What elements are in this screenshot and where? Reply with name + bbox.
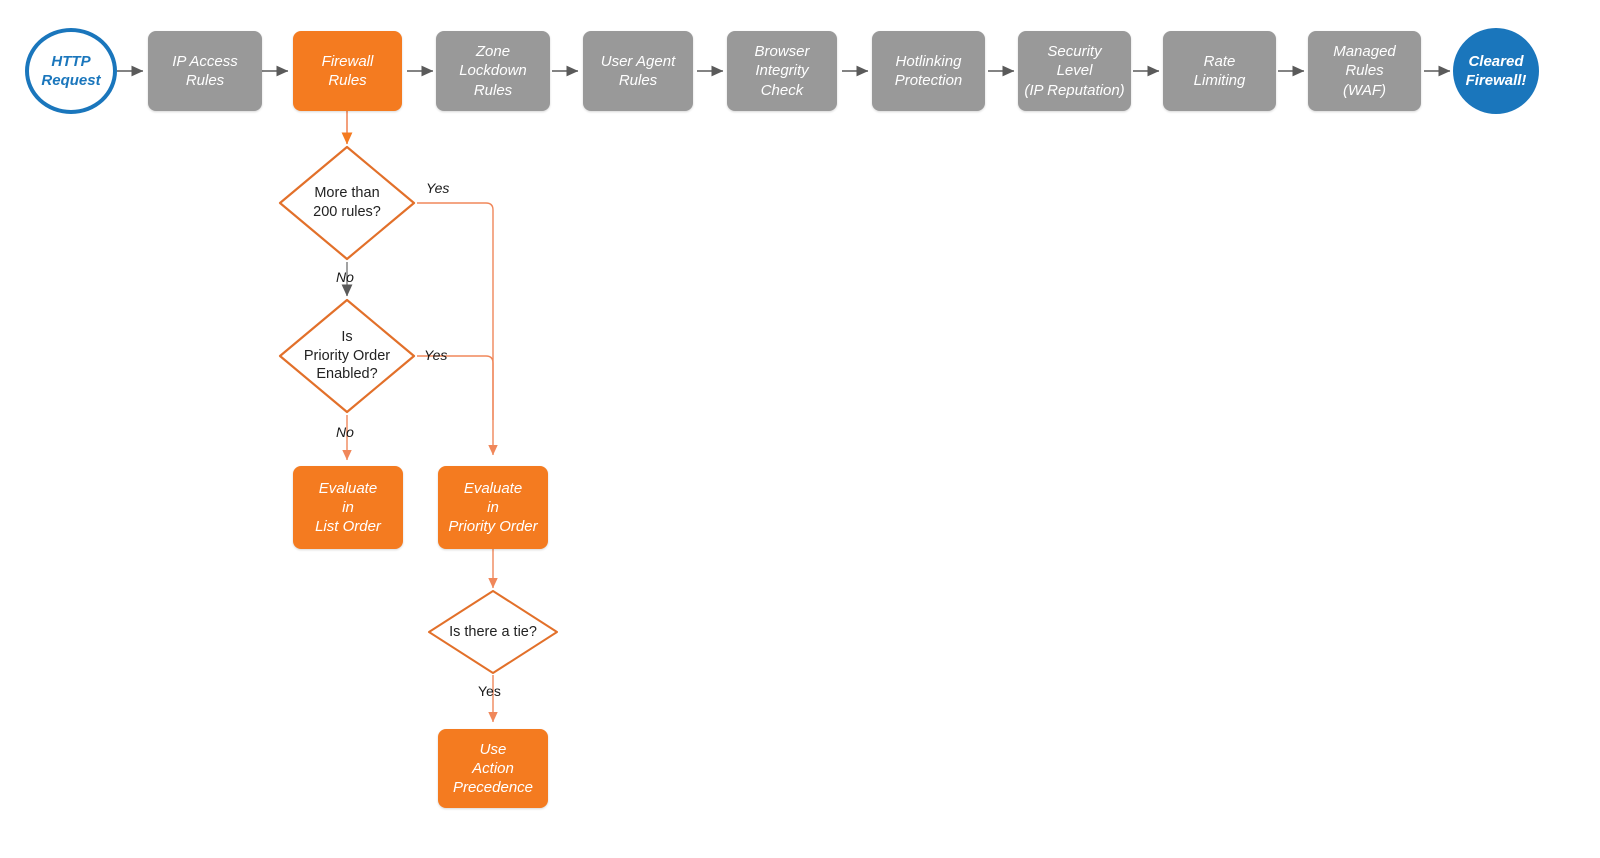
edge-label-tie-yes: Yes (478, 683, 501, 699)
diamond-shape (278, 298, 416, 414)
decision-more-than-200-rules[interactable]: More than 200 rules? (277, 144, 417, 262)
pipeline-step-label: Hotlinking Protection (894, 52, 963, 89)
pipeline-step-label: Managed Rules (WAF) (1333, 43, 1396, 99)
pipeline-step-label: User Agent Rules (600, 52, 676, 89)
outcome-label: Evaluate in Priority Order (448, 479, 538, 536)
pipeline-step-label: Firewall Rules (321, 52, 374, 89)
pipeline-step-managed-rules-waf[interactable]: Managed Rules (WAF) (1308, 31, 1421, 111)
pipeline-step-label: IP Access Rules (172, 52, 238, 89)
edge-label-rules-no: No (336, 269, 354, 285)
pipeline-start-http-request[interactable]: HTTP Request (25, 28, 117, 114)
decision-label: More than 200 rules? (313, 185, 381, 220)
pipeline-step-user-agent-rules[interactable]: User Agent Rules (583, 31, 693, 111)
edge-label-priority-no: No (336, 424, 354, 440)
pipeline-start-label: HTTP Request (41, 52, 101, 89)
outcome-evaluate-in-list-order[interactable]: Evaluate in List Order (293, 466, 403, 549)
pipeline-step-firewall-rules[interactable]: Firewall Rules (293, 31, 402, 111)
edge-label-priority-yes: Yes (424, 347, 448, 363)
pipeline-step-ip-access-rules[interactable]: IP Access Rules (148, 31, 262, 111)
outcome-evaluate-in-priority-order[interactable]: Evaluate in Priority Order (438, 466, 548, 549)
pipeline-step-label: Security Level (IP Reputation) (1024, 43, 1125, 99)
pipeline-step-label: Zone Lockdown Rules (459, 43, 527, 99)
decision-label: Is Priority Order Enabled? (303, 328, 391, 383)
pipeline-step-browser-integrity-check[interactable]: Browser Integrity Check (727, 31, 837, 111)
decision-is-there-a-tie[interactable]: Is there a tie? (426, 588, 560, 676)
pipeline-step-label: Browser Integrity Check (754, 43, 810, 99)
pipeline-step-zone-lockdown-rules[interactable]: Zone Lockdown Rules (436, 31, 550, 111)
pipeline-step-rate-limiting[interactable]: Rate Limiting (1163, 31, 1276, 111)
pipeline-step-hotlinking-protection[interactable]: Hotlinking Protection (872, 31, 985, 111)
outcome-label: Evaluate in List Order (315, 479, 381, 536)
diamond-shape (428, 590, 558, 674)
diamond-shape (278, 145, 416, 261)
pipeline-step-label: Rate Limiting (1193, 52, 1246, 89)
pipeline-end-cleared-firewall[interactable]: Cleared Firewall! (1453, 28, 1539, 114)
edge-label-rules-yes: Yes (426, 180, 450, 196)
outcome-use-action-precedence[interactable]: Use Action Precedence (438, 729, 548, 808)
outcome-label: Use Action Precedence (452, 740, 534, 797)
pipeline-step-security-level[interactable]: Security Level (IP Reputation) (1018, 31, 1131, 111)
decision-is-priority-order-enabled[interactable]: Is Priority Order Enabled? (277, 297, 417, 415)
pipeline-end-label: Cleared Firewall! (1465, 52, 1527, 89)
decision-label: Is there a tie? (449, 623, 537, 640)
